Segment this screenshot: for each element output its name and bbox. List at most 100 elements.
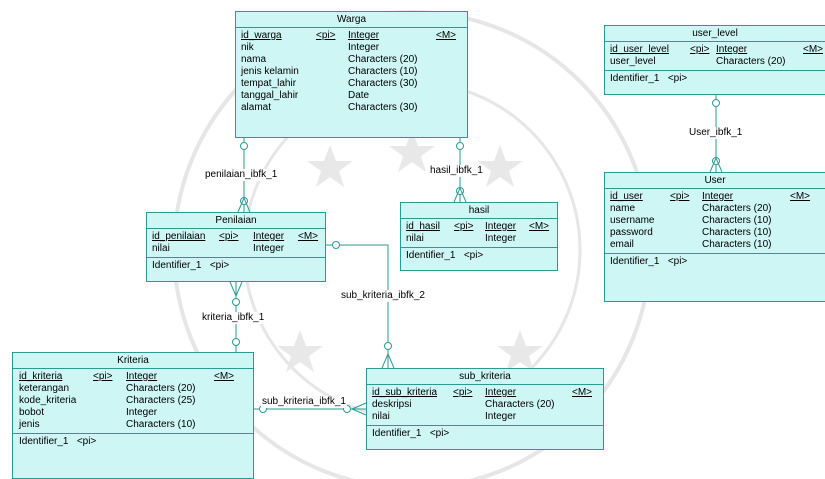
attribute-row: id_warga<pi>Integer<M> xyxy=(236,30,467,42)
attribute-name: nilai xyxy=(152,243,170,254)
attribute-flag: <M> xyxy=(529,221,550,232)
attribute-name: jenis xyxy=(19,419,40,430)
entity-title: hasil xyxy=(401,203,557,219)
attribute-name: username xyxy=(610,215,655,226)
attribute-type: Integer xyxy=(126,407,158,418)
attribute-type: Characters (10) xyxy=(126,419,196,430)
attribute-type: Characters (20) xyxy=(126,383,196,394)
entity-title: User xyxy=(605,173,825,189)
attribute-flag: <M> xyxy=(298,231,319,242)
attribute-name: user_level xyxy=(610,56,656,67)
attribute-row: bobot Integer xyxy=(13,407,253,419)
attribute-name: id_user_level xyxy=(610,44,669,55)
attribute-name: bobot xyxy=(19,407,45,418)
attribute-type: Characters (10) xyxy=(702,239,772,250)
attribute-row: id_penilaian<pi>Integer<M> xyxy=(147,231,325,243)
attribute-tag: <pi> xyxy=(316,30,336,41)
attribute-row: nik Integer xyxy=(236,42,467,54)
attribute-name: id_sub_kriteria xyxy=(372,387,438,398)
attribute-row: id_user_level<pi>Integer<M> xyxy=(605,44,825,56)
attribute-name: nik xyxy=(241,42,254,53)
relation-label-kriteria-ibfk-1: kriteria_ibfk_1 xyxy=(201,312,266,324)
attribute-type: Integer xyxy=(348,42,380,53)
attribute-type: Integer xyxy=(348,30,380,41)
identifier-list: Identifier_1 <pi> xyxy=(147,258,325,274)
attribute-name: tanggal_lahir xyxy=(241,90,299,101)
attribute-name: tempat_lahir xyxy=(241,78,297,89)
attribute-row: kode_kriteria Characters (25) xyxy=(13,395,253,407)
attribute-row: nilai Integer xyxy=(147,243,325,255)
attribute-flag: <M> xyxy=(803,44,824,55)
entity-title: user_level xyxy=(605,26,825,42)
attribute-name: id_user xyxy=(610,191,643,202)
attribute-name: deskripsi xyxy=(372,399,412,410)
attribute-type: Integer xyxy=(485,233,517,244)
attribute-type: Characters (20) xyxy=(716,56,786,67)
relation-label-hasil-ibfk-1: hasil_ibfk_1 xyxy=(429,165,484,177)
attribute-type: Characters (25) xyxy=(126,395,196,406)
attribute-type: Integer xyxy=(253,231,285,242)
attribute-row: email Characters (10) xyxy=(605,239,825,251)
attribute-name: nilai xyxy=(406,233,424,244)
attribute-type: Integer xyxy=(702,191,734,202)
attribute-type: Integer xyxy=(253,243,285,254)
attribute-name: nilai xyxy=(372,411,390,422)
identifier-row: Identifier_1 <pi> xyxy=(147,259,325,273)
relation-label-user-ibfk-1: User_ibfk_1 xyxy=(688,127,744,139)
identifier-label: Identifier_1 <pi> xyxy=(610,256,688,267)
identifier-label: Identifier_1 <pi> xyxy=(406,250,484,261)
attribute-type: Integer xyxy=(126,371,158,382)
attribute-tag: <pi> xyxy=(453,387,473,398)
identifier-row: Identifier_1 <pi> xyxy=(605,255,825,269)
attribute-row: deskripsi Characters (20) xyxy=(367,399,603,411)
attribute-name: kode_kriteria xyxy=(19,395,77,406)
attribute-name: alamat xyxy=(241,102,272,113)
attribute-flag: <M> xyxy=(436,30,457,41)
identifier-row: Identifier_1 <pi> xyxy=(401,249,557,263)
entity-title: sub_kriteria xyxy=(367,369,603,385)
identifier-list: Identifier_1 <pi> xyxy=(605,254,825,270)
attribute-row: id_hasil<pi>Integer<M> xyxy=(401,221,557,233)
entity-title: Kriteria xyxy=(13,353,253,369)
identifier-list: Identifier_1 <pi> xyxy=(605,71,825,87)
identifier-row: Identifier_1 <pi> xyxy=(367,427,603,441)
identifier-label: Identifier_1 <pi> xyxy=(19,436,97,447)
attribute-flag: <M> xyxy=(214,371,235,382)
relation-label-sub-kriteria-ibfk-2: sub_kriteria_ibfk_2 xyxy=(340,290,426,302)
entity-title: Warga xyxy=(236,12,467,28)
attribute-name: password xyxy=(610,227,653,238)
attribute-type: Characters (20) xyxy=(485,399,555,410)
attribute-type: Characters (10) xyxy=(702,215,772,226)
attribute-type: Characters (30) xyxy=(348,102,418,113)
identifier-label: Identifier_1 <pi> xyxy=(152,260,230,271)
attribute-tag: <pi> xyxy=(93,371,113,382)
relation-label-penilaian-ibfk-1: penilaian_ibfk_1 xyxy=(204,169,279,181)
attribute-type: Integer xyxy=(716,44,748,55)
identifier-list: Identifier_1 <pi> xyxy=(367,426,603,442)
identifier-row: Identifier_1 <pi> xyxy=(605,72,825,86)
attribute-row: jenis Characters (10) xyxy=(13,419,253,431)
attribute-type: Integer xyxy=(485,221,517,232)
attribute-name: email xyxy=(610,239,634,250)
attribute-tag: <pi> xyxy=(219,231,239,242)
attribute-type: Integer xyxy=(485,411,517,422)
attribute-name: nama xyxy=(241,54,267,65)
attribute-tag: <pi> xyxy=(670,191,690,202)
